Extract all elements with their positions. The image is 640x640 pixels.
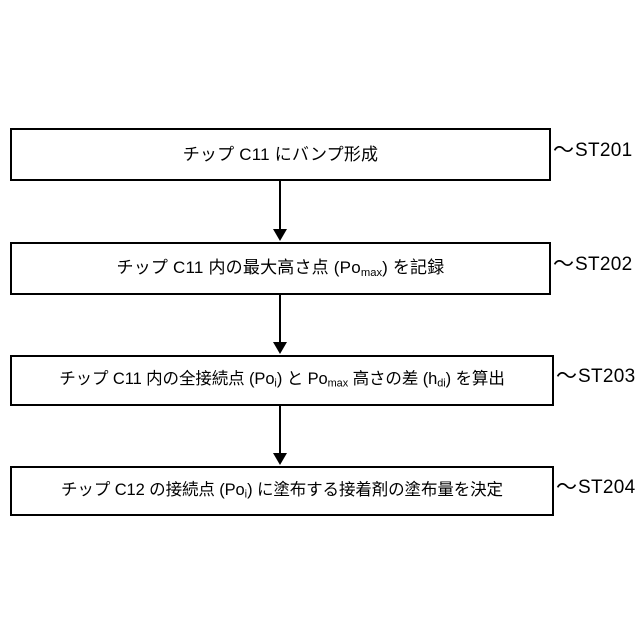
subscript-max: max xyxy=(327,378,349,391)
reference-label-ST202: 〜 ST202 xyxy=(553,254,632,276)
process-box-ST204-label: チップ C12 の接続点 (Poi) に塗布する接着剤の塗布量を決定 xyxy=(61,480,503,501)
arrowhead-down-icon xyxy=(273,229,287,241)
connector-arrow-ST202-ST203 xyxy=(270,295,292,355)
process-box-ST202[interactable]: チップ C11 内の最大高さ点 (Pomax) を記録 xyxy=(10,242,551,295)
process-box-ST203[interactable]: チップ C11 内の全接続点 (Poi) と Pomax 高さの差 (hdi) … xyxy=(10,355,554,406)
process-box-ST201-label: チップ C11 にバンプ形成 xyxy=(182,144,379,164)
arrowhead-down-icon xyxy=(273,342,287,354)
leader-tilde-icon: 〜 xyxy=(553,252,574,276)
reference-label-ST203-text: ST203 xyxy=(578,366,636,387)
process-box-ST202-label: チップ C11 内の最大高さ点 (Pomax) を記録 xyxy=(116,258,445,279)
subscript-i: i xyxy=(244,488,248,501)
flow-step-ST202: チップ C11 内の最大高さ点 (Pomax) を記録 〜 ST202 xyxy=(0,242,640,296)
subscript-di: di xyxy=(437,378,446,391)
reference-label-ST204-text: ST204 xyxy=(578,477,636,498)
process-box-ST203-label: チップ C11 内の全接続点 (Poi) と Pomax 高さの差 (hdi) … xyxy=(59,370,505,391)
reference-label-ST203: 〜 ST203 xyxy=(556,366,635,388)
subscript-i: i xyxy=(274,378,277,391)
flow-step-ST201: チップ C11 にバンプ形成 〜 ST201 xyxy=(0,128,640,182)
flow-step-ST203: チップ C11 内の全接続点 (Poi) と Pomax 高さの差 (hdi) … xyxy=(0,355,640,407)
subscript-max: max xyxy=(360,266,383,279)
connector-arrow-ST203-ST204 xyxy=(270,406,292,466)
connector-shaft xyxy=(279,406,281,455)
connector-arrow-ST201-ST202 xyxy=(270,181,292,242)
reference-label-ST201-text: ST201 xyxy=(575,140,633,161)
reference-label-ST204: 〜 ST204 xyxy=(556,477,635,499)
connector-shaft xyxy=(279,181,281,231)
arrowhead-down-icon xyxy=(273,453,287,465)
leader-tilde-icon: 〜 xyxy=(553,138,574,162)
flow-step-ST204: チップ C12 の接続点 (Poi) に塗布する接着剤の塗布量を決定 〜 ST2… xyxy=(0,466,640,517)
process-box-ST204[interactable]: チップ C12 の接続点 (Poi) に塗布する接着剤の塗布量を決定 xyxy=(10,466,554,516)
process-box-ST201[interactable]: チップ C11 にバンプ形成 xyxy=(10,128,551,181)
reference-label-ST201: 〜 ST201 xyxy=(553,140,632,162)
connector-shaft xyxy=(279,295,281,344)
leader-tilde-icon: 〜 xyxy=(556,475,577,499)
reference-label-ST202-text: ST202 xyxy=(575,254,633,275)
leader-tilde-icon: 〜 xyxy=(556,364,577,388)
